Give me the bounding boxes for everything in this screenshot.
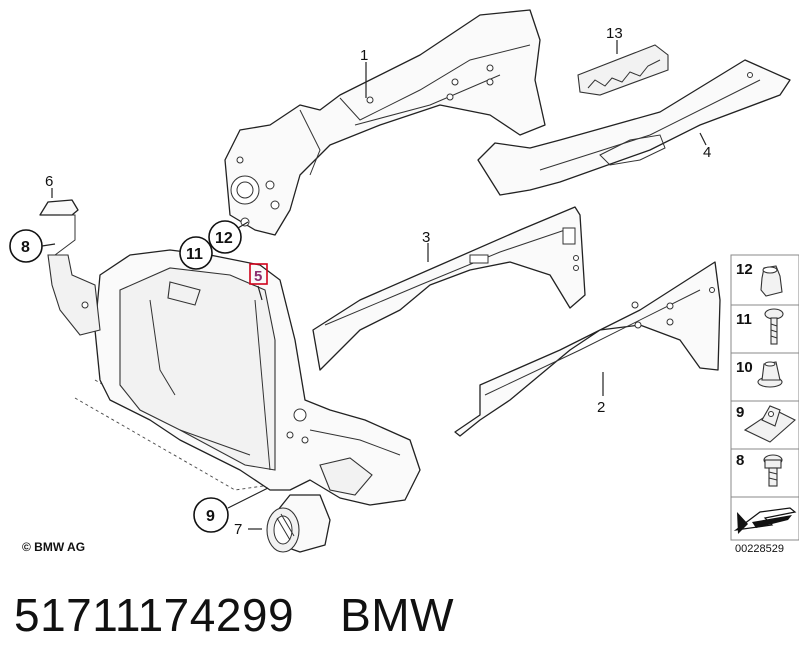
- callout-11-label: 11: [186, 246, 203, 263]
- arrow-symbol-icon: [733, 507, 797, 534]
- label-13: 13: [606, 25, 623, 42]
- part-bracket-left: [47, 214, 101, 336]
- panel-label-12: 12: [736, 261, 753, 278]
- callout-9-label: 9: [206, 508, 215, 525]
- callout-12-circle: [208, 220, 242, 254]
- callout-8-label: 8: [21, 239, 30, 256]
- part-3-wheel-arch-upper: [312, 206, 586, 371]
- fastener-panel: 12 11 10 9 8: [730, 254, 799, 541]
- parts-diagram: 1 13 4 3 2: [9, 9, 799, 553]
- callout-12-label: 12: [215, 230, 233, 247]
- panel-label-9: 9: [736, 404, 744, 421]
- part-1-front-member: [224, 9, 546, 236]
- leader-8: [41, 243, 56, 247]
- callout-11-circle: [179, 236, 213, 270]
- label-5: 5: [254, 268, 262, 285]
- highlight-box-5: [249, 263, 268, 285]
- part-7-air-duct: [266, 494, 331, 553]
- leader-5: [257, 285, 263, 301]
- label-4: 4: [703, 144, 711, 161]
- caption: 51711174299 BMW: [14, 588, 500, 642]
- rubber-cap-icon: [760, 265, 783, 297]
- label-6: 6: [45, 173, 53, 190]
- screw-icon: [764, 308, 784, 345]
- leader-4: [699, 132, 707, 146]
- label-3: 3: [422, 229, 430, 246]
- part-5-front-carrier: [74, 249, 421, 506]
- part-13-bracket: [577, 44, 669, 96]
- diagram-reference-code: 00228529: [735, 543, 784, 555]
- panel-label-11: 11: [736, 311, 752, 328]
- clip-nut-icon: [743, 405, 796, 443]
- leader-12: [237, 221, 249, 229]
- leader-9: [227, 487, 269, 509]
- bolt-icon: [763, 454, 783, 487]
- part-2-wheel-arch-lower: [454, 261, 721, 437]
- callout-9-circle: [193, 497, 229, 533]
- label-2: 2: [597, 399, 605, 416]
- expanding-nut-icon: [757, 361, 783, 388]
- panel-label-8: 8: [736, 452, 744, 469]
- part-6-clip: [39, 199, 79, 216]
- panel-label-10: 10: [736, 359, 753, 376]
- label-1: 1: [360, 47, 368, 64]
- brand-name: BMW: [340, 589, 455, 641]
- copyright-text: © BMW AG: [22, 540, 86, 554]
- part-4-rocker-member: [477, 59, 791, 196]
- label-7: 7: [234, 521, 242, 538]
- part-number: 51711174299: [14, 589, 295, 641]
